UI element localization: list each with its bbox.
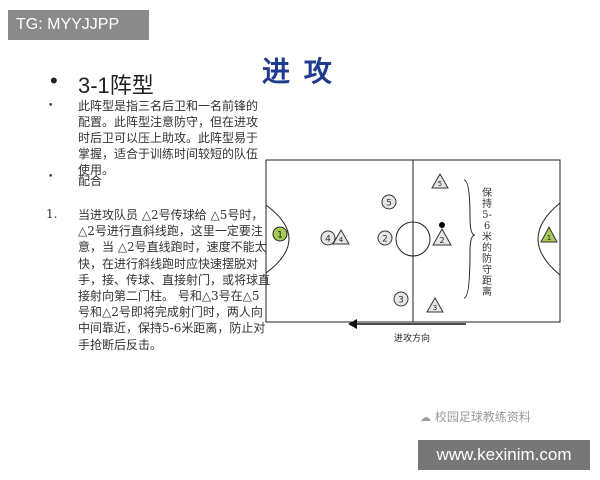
distance-bracket: [463, 179, 476, 299]
player-circle-4: 4: [320, 230, 336, 246]
player-triangle-4: 4: [332, 228, 350, 245]
player-circle-1: 1: [272, 226, 288, 242]
formation-description-text: 此阵型是指三名后卫和一名前锋的配置。此阵型注意防守，但在进攻时后卫可以压上助攻。…: [78, 99, 259, 177]
player-circle-5-label: 5: [386, 199, 392, 209]
player-circle-2-label: 2: [382, 235, 388, 245]
attack-direction-label: 进攻方向: [394, 334, 431, 344]
player-circle-5: 5: [381, 194, 397, 210]
player-circle-1-label: 1: [277, 231, 283, 241]
player-circle-4-label: 4: [325, 235, 331, 245]
brand-watermark-text: 校园足球教练资料: [434, 410, 531, 424]
right-goal-area: [537, 202, 561, 276]
formation-description: • 此阵型是指三名后卫和一名前锋的配置。此阵型注意防守，但在进攻时后卫可以压上助…: [48, 98, 268, 178]
player-triangle-2-label: 2: [439, 236, 444, 245]
field-diagram: 1 4 2 5 3 4 2 5 3 1: [265, 159, 561, 323]
player-triangle-1-label: 1: [547, 234, 551, 242]
player-circle-2: 2: [377, 230, 393, 246]
attack-direction-arrow: [348, 319, 466, 329]
left-goal-area: [265, 204, 290, 274]
ball: [439, 222, 445, 228]
player-triangle-4-label: 4: [339, 236, 344, 244]
player-triangle-5: 5: [431, 172, 449, 189]
item-number: 1.: [46, 207, 58, 221]
top-watermark: TG: MYYJJPP: [8, 10, 149, 40]
player-circle-3-label: 3: [398, 296, 404, 306]
distance-label: 保持5-6米的防守距离: [482, 188, 492, 298]
player-triangle-2: 2: [432, 227, 452, 246]
player-triangle-3-label: 3: [433, 304, 437, 312]
chat-bubble-icon: ☁: [420, 411, 431, 424]
formation-heading-text: 3-1阵型: [78, 73, 154, 98]
coordination-subheading-text: 配合: [78, 174, 103, 188]
player-triangle-3: 3: [426, 296, 444, 313]
formation-heading: • 3-1阵型: [50, 68, 154, 100]
brand-watermark: ☁ 校园足球教练资料: [420, 408, 531, 425]
tactic-paragraph: 当进攻队员 △2号传球给 △5号时，△2号进行直斜线跑，这里一定要注意，当 △2…: [78, 208, 271, 352]
coordination-subheading: • 配合: [48, 172, 103, 189]
player-triangle-1: 1: [540, 225, 558, 243]
player-triangle-5-label: 5: [438, 180, 442, 188]
player-circle-3: 3: [393, 291, 409, 307]
bullet: •: [48, 172, 54, 182]
url-watermark: www.kexinim.com: [418, 440, 590, 470]
center-circle: [395, 221, 431, 257]
bullet: •: [50, 68, 58, 93]
bullet: •: [48, 101, 54, 111]
slide-title: 进 攻: [262, 55, 334, 88]
